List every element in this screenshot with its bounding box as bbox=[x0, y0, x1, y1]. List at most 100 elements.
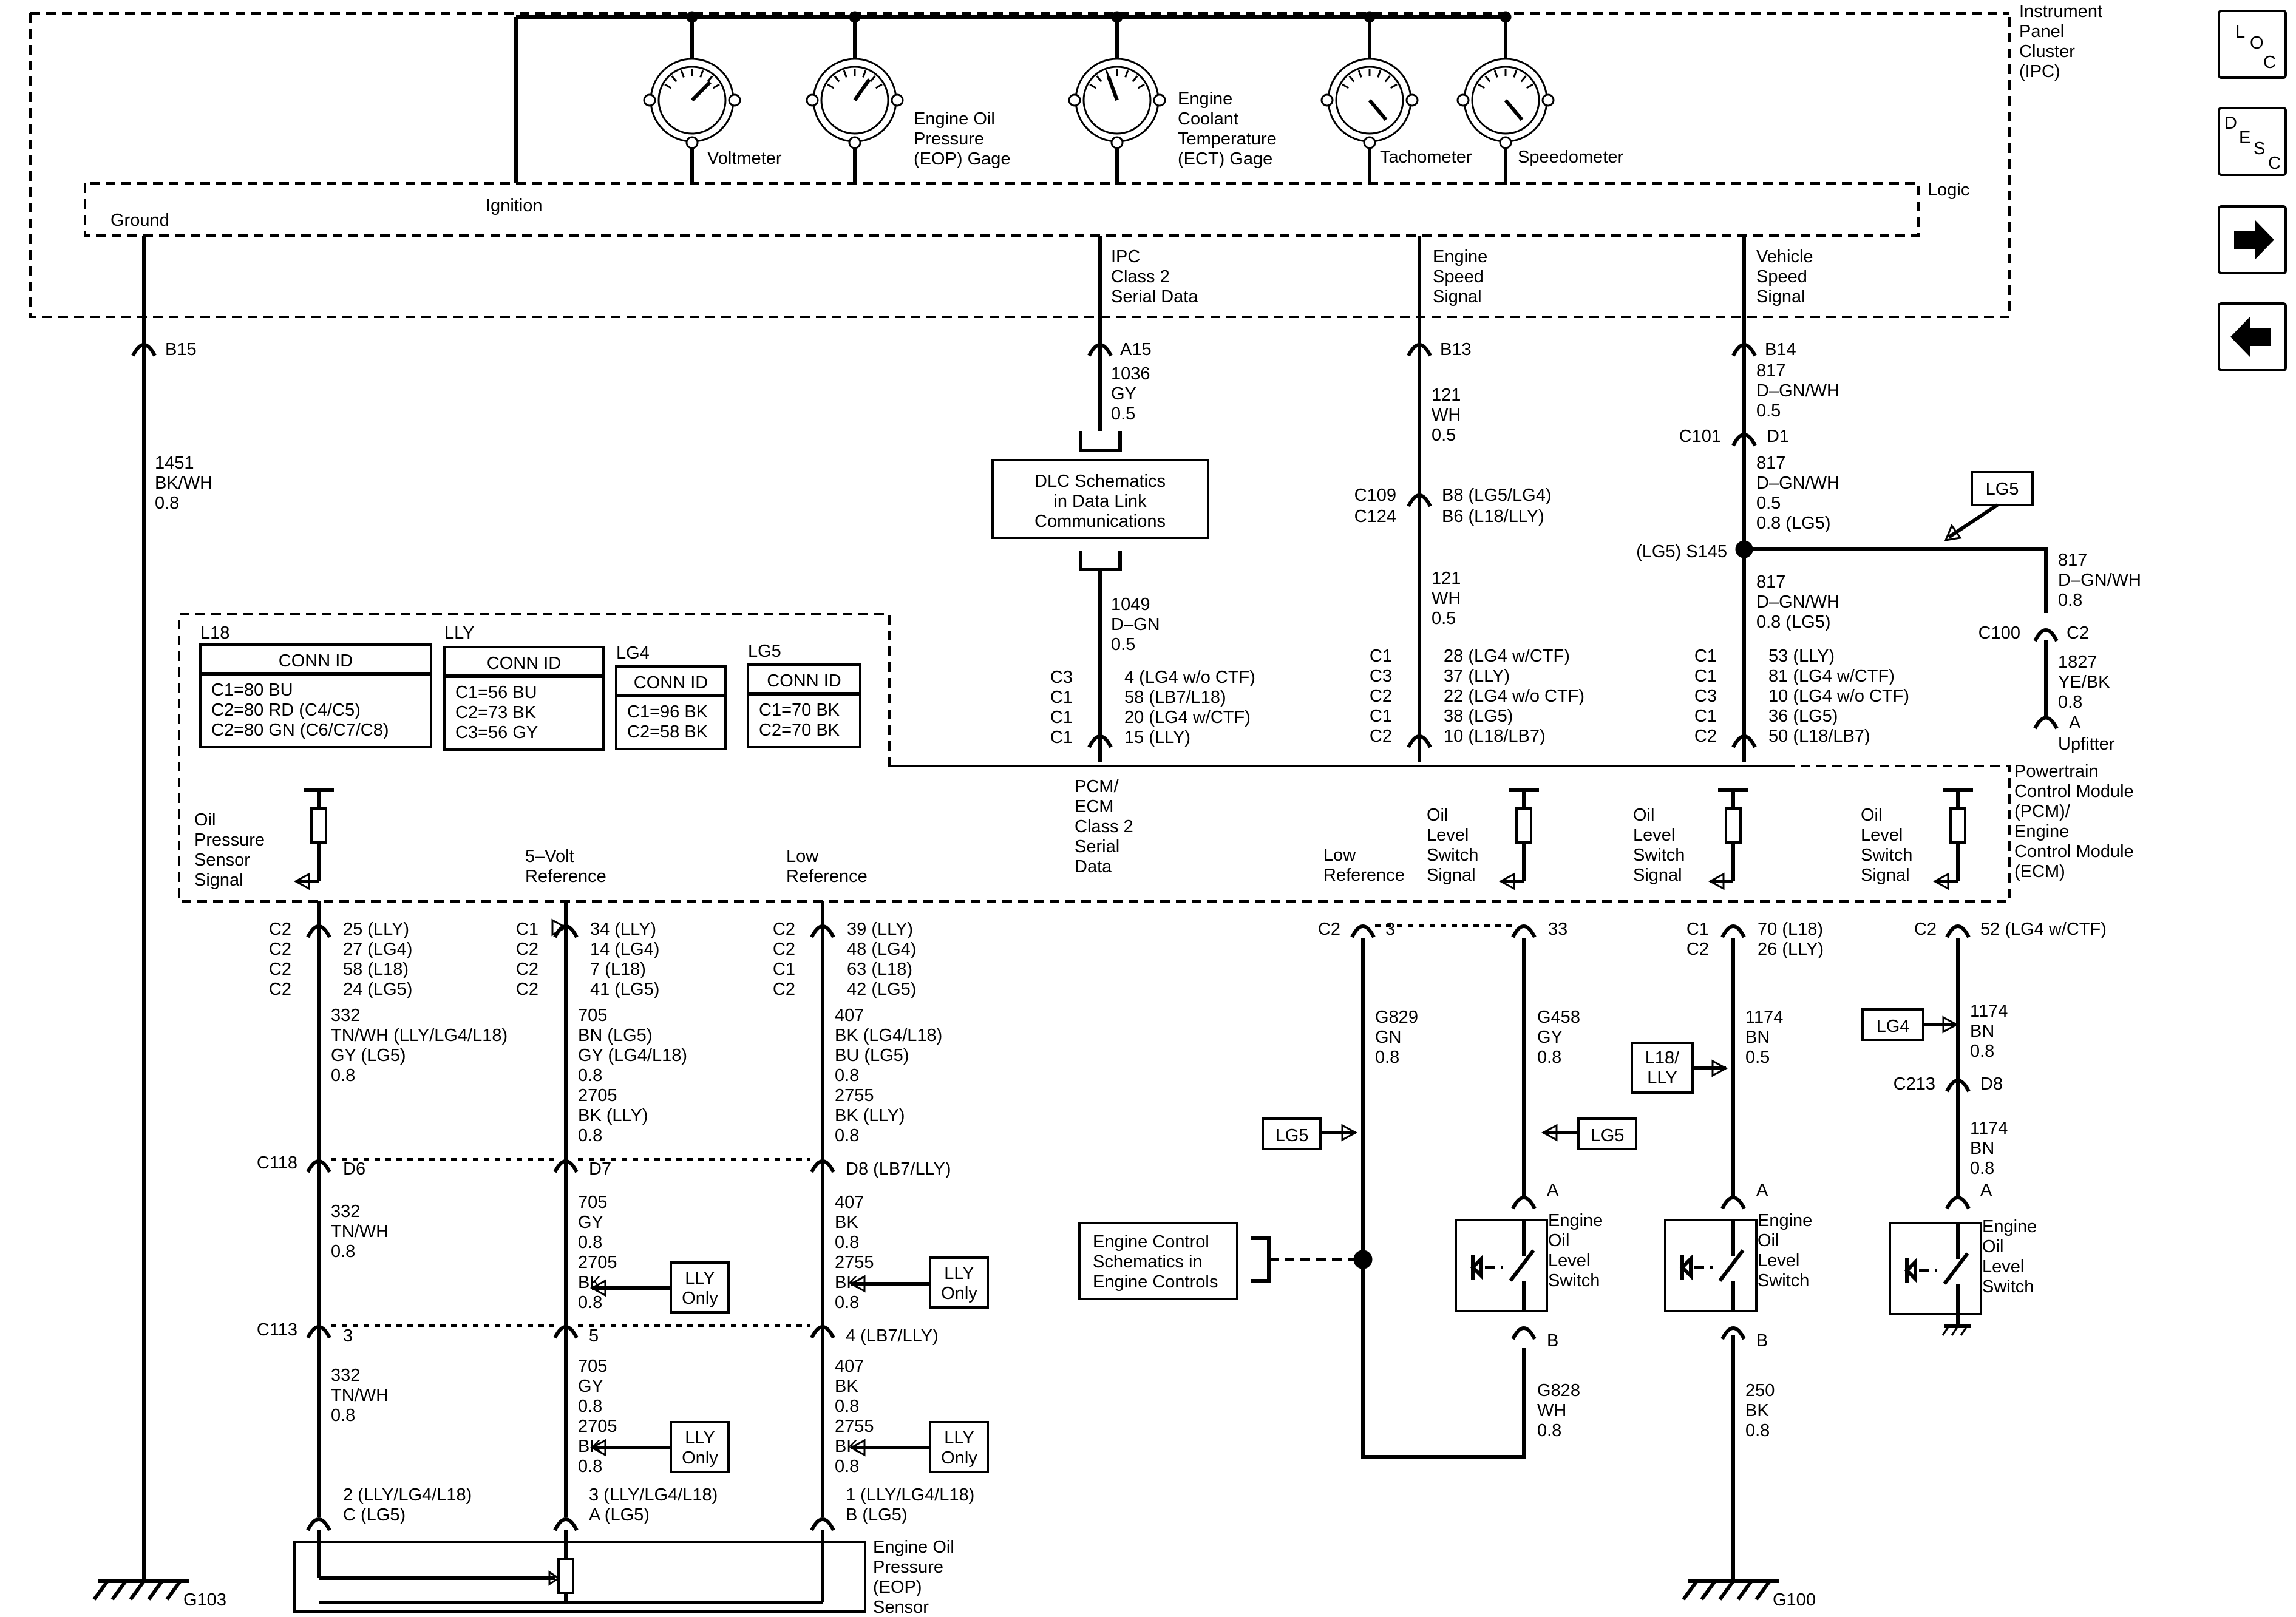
wire-label: 0.8 bbox=[331, 1066, 355, 1085]
nav-loc-button[interactable]: L O C bbox=[2218, 10, 2287, 79]
pcm-connector bbox=[1720, 924, 1746, 938]
pin-label: C124 bbox=[1354, 507, 1396, 526]
wire-label: 121 bbox=[1432, 569, 1461, 588]
pin-label: C (LG5) bbox=[343, 1505, 406, 1525]
col2-pins-pin: 14 (LG4) bbox=[590, 940, 659, 959]
oil-level-switch-3-blade bbox=[1943, 1252, 1969, 1285]
eop-gauge-term bbox=[848, 136, 861, 149]
wire-label: GY bbox=[578, 1213, 603, 1232]
switch-label: Engine bbox=[1758, 1211, 1812, 1230]
nav-desc-button[interactable]: D E S C bbox=[2218, 107, 2287, 176]
switch-label: Oil bbox=[1758, 1231, 1779, 1250]
wire-label: WH bbox=[1537, 1401, 1566, 1420]
wire-label: BN (LG5) bbox=[578, 1026, 652, 1045]
pcm-class2-label: Class 2 bbox=[1075, 817, 1133, 836]
tag-label: LLY bbox=[685, 1269, 715, 1288]
pcm-class2-label: Serial bbox=[1075, 837, 1119, 856]
eop-gauge-tick bbox=[843, 70, 847, 78]
voltmeter-gauge-term bbox=[643, 93, 656, 107]
wire-label: GY (LG4/L18) bbox=[578, 1046, 687, 1065]
wire-label: 0.8 bbox=[331, 1406, 355, 1425]
pcm-connector bbox=[1350, 924, 1376, 938]
ipc-title: (IPC) bbox=[2019, 62, 2060, 81]
wire-label: 0.8 bbox=[1970, 1042, 1994, 1061]
wire-label: 0.5 bbox=[1756, 493, 1781, 513]
ect-gauge-tick bbox=[1124, 70, 1129, 78]
signal-label: Pressure bbox=[194, 830, 265, 850]
sensor-label: Engine Oil bbox=[873, 1537, 954, 1557]
upfitter-wire bbox=[1744, 547, 2048, 613]
tag-label: Only bbox=[941, 1284, 977, 1303]
wire-label: 1827 bbox=[2058, 653, 2097, 672]
wire-label: G458 bbox=[1537, 1008, 1580, 1027]
class2-pins-conn: C3 bbox=[1050, 668, 1073, 687]
ground-g100-hatch bbox=[1754, 1580, 1771, 1601]
tag-label: Only bbox=[682, 1448, 718, 1468]
vss-pins-pin: 50 (L18/LB7) bbox=[1768, 727, 1870, 746]
sensor-label: Sensor bbox=[873, 1598, 929, 1617]
ipc-title: Panel bbox=[2019, 22, 2064, 41]
pin-label: C109 bbox=[1354, 486, 1396, 505]
nav-next-button[interactable] bbox=[2218, 205, 2287, 274]
ignition-label: Ignition bbox=[486, 196, 543, 215]
ipc-title: Instrument bbox=[2019, 2, 2102, 21]
switch-label: Oil bbox=[1982, 1237, 2003, 1256]
col1-pins-pin: 27 (LG4) bbox=[343, 940, 412, 959]
lly-only-tag bbox=[670, 1261, 730, 1314]
pin-label: B15 bbox=[165, 340, 197, 359]
oil-level-switch-1 bbox=[1455, 1219, 1548, 1312]
wire-label: 407 bbox=[835, 1193, 864, 1212]
pin-label: C1 bbox=[1686, 920, 1709, 939]
pin-label: 70 (L18) bbox=[1758, 920, 1823, 939]
pull-up-resistor bbox=[1725, 807, 1742, 844]
sensor-resistor bbox=[557, 1558, 574, 1594]
class2-pins-pin: 58 (LB7/L18) bbox=[1124, 688, 1226, 707]
speedo-gauge-tick bbox=[1484, 75, 1491, 83]
signal-label: Engine bbox=[1433, 247, 1487, 266]
signal-label: Oil bbox=[194, 810, 216, 830]
wire-label: 0.8 bbox=[835, 1126, 859, 1145]
signal-label: Signal bbox=[1433, 287, 1482, 307]
eop-gauge-tick bbox=[834, 75, 840, 83]
pin-label: C118 bbox=[257, 1153, 297, 1173]
wire-label: BU (LG5) bbox=[835, 1046, 909, 1065]
tag-label: Only bbox=[941, 1448, 977, 1468]
vss-pins-conn: C2 bbox=[1694, 727, 1717, 746]
ecs-label: Engine Control bbox=[1093, 1232, 1209, 1252]
voltmeter-gauge-needle bbox=[690, 81, 712, 102]
ecs-bracket bbox=[1251, 1236, 1271, 1283]
wire-label: 0.5 bbox=[1432, 425, 1456, 445]
ground-label: Ground bbox=[110, 211, 169, 230]
dlc-label: Communications bbox=[1034, 512, 1166, 531]
wire-label: YE/BK bbox=[2058, 673, 2110, 692]
pin-label: D6 bbox=[343, 1159, 365, 1179]
connector-c100 bbox=[2033, 628, 2059, 642]
gauge-label: Pressure bbox=[914, 129, 984, 149]
switch-label: Engine bbox=[1982, 1217, 2037, 1236]
wire-label: 2755 bbox=[835, 1086, 874, 1105]
pcm-connector bbox=[1945, 924, 1971, 938]
connector-switch-a bbox=[1945, 1196, 1971, 1210]
connector-b13 bbox=[1407, 343, 1432, 357]
desc-letter-c: C bbox=[2268, 154, 2281, 173]
wire-label: D–GN bbox=[1111, 615, 1160, 634]
ect-gauge-tick bbox=[1089, 83, 1097, 89]
signal-label: Signal bbox=[194, 870, 243, 890]
signal-label: Class 2 bbox=[1111, 267, 1170, 286]
oil-level-switch-3 bbox=[1889, 1222, 1982, 1315]
vss-pins-pin: 36 (LG5) bbox=[1768, 707, 1838, 726]
lly-only-tag bbox=[929, 1421, 989, 1473]
wire-label: TN/WH (LLY/LG4/L18) bbox=[331, 1026, 508, 1045]
lg4-arrow-head bbox=[1942, 1015, 1959, 1034]
table-header: CONN ID bbox=[487, 654, 561, 673]
wire-label: GY (LG5) bbox=[331, 1046, 406, 1065]
pull-up-resistor bbox=[1515, 807, 1532, 844]
sensor-label: (EOP) bbox=[873, 1578, 922, 1597]
wire-label: 407 bbox=[835, 1006, 864, 1025]
nav-prev-button[interactable] bbox=[2218, 302, 2287, 371]
signal-label: Reference bbox=[1323, 866, 1405, 885]
connector-c118 bbox=[306, 1159, 331, 1173]
splice bbox=[1353, 1250, 1373, 1269]
connector-switch-b bbox=[1720, 1326, 1746, 1340]
conn-id-table bbox=[443, 646, 605, 751]
